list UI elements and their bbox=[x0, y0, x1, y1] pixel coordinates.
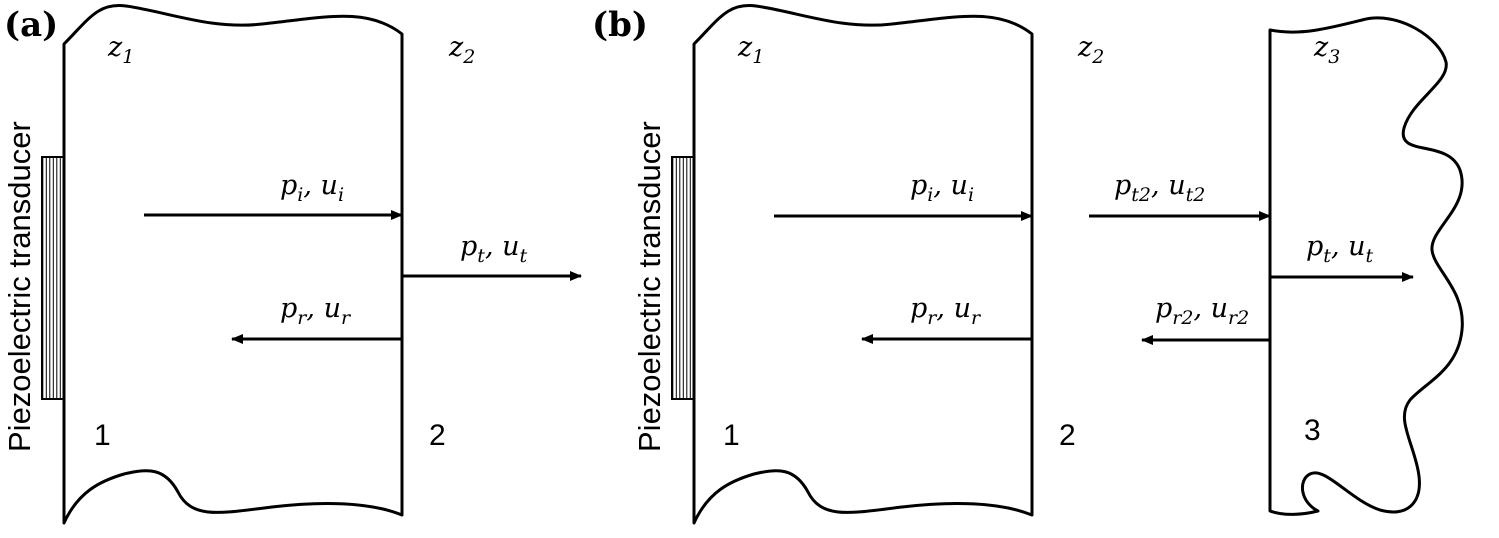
panel-b-interface-1-label: 1 bbox=[723, 419, 740, 452]
panel-a-label: (a) bbox=[4, 5, 58, 45]
panel-b-medium1-outline bbox=[692, 3, 1034, 525]
panel-b-reflected2-label: pr2, ur2 bbox=[1155, 293, 1249, 329]
panel-a-interface-1-label: 1 bbox=[94, 419, 111, 452]
panel-a-reflected-label: pr, ur bbox=[280, 293, 352, 329]
panel-b-transducer-label: Piezoelectric transducer bbox=[632, 121, 667, 452]
panel-b-incident-label: pi, ui bbox=[910, 170, 974, 206]
panel-b-z3-label: z3 bbox=[1313, 32, 1340, 68]
panel-b: (b) Piezoelectric transducer z1 z2 z3 pi… bbox=[592, 3, 1464, 525]
panel-a-z1-label: z1 bbox=[107, 32, 134, 68]
panel-b-interface-3-label: 3 bbox=[1304, 414, 1321, 447]
panel-a-interface-2-label: 2 bbox=[429, 419, 446, 452]
panel-b-interface-2-label: 2 bbox=[1059, 419, 1076, 452]
panel-b-transducer bbox=[671, 156, 695, 400]
panel-a-z2-label: z2 bbox=[448, 32, 475, 68]
panel-a-transducer-label: Piezoelectric transducer bbox=[2, 121, 37, 452]
panel-a: (a) Piezoelectric transducer z1 z2 pi, u… bbox=[2, 3, 582, 525]
panel-b-reflected-label: pr, ur bbox=[910, 293, 982, 329]
panel-a-incident-label: pi, ui bbox=[280, 170, 344, 206]
panel-b-z1-label: z1 bbox=[737, 32, 764, 68]
panel-a-transmitted-label: pt, ut bbox=[460, 231, 528, 267]
panel-b-z2-label: z2 bbox=[1077, 32, 1104, 68]
panel-b-label: (b) bbox=[592, 5, 648, 45]
panel-a-medium1-outline bbox=[62, 3, 404, 525]
panel-b-medium3-outline bbox=[1268, 16, 1464, 516]
panel-b-transmitted2-label: pt2, ut2 bbox=[1114, 170, 1205, 206]
panel-a-transducer bbox=[41, 156, 65, 400]
panel-b-transmitted-label: pt, ut bbox=[1306, 231, 1374, 267]
